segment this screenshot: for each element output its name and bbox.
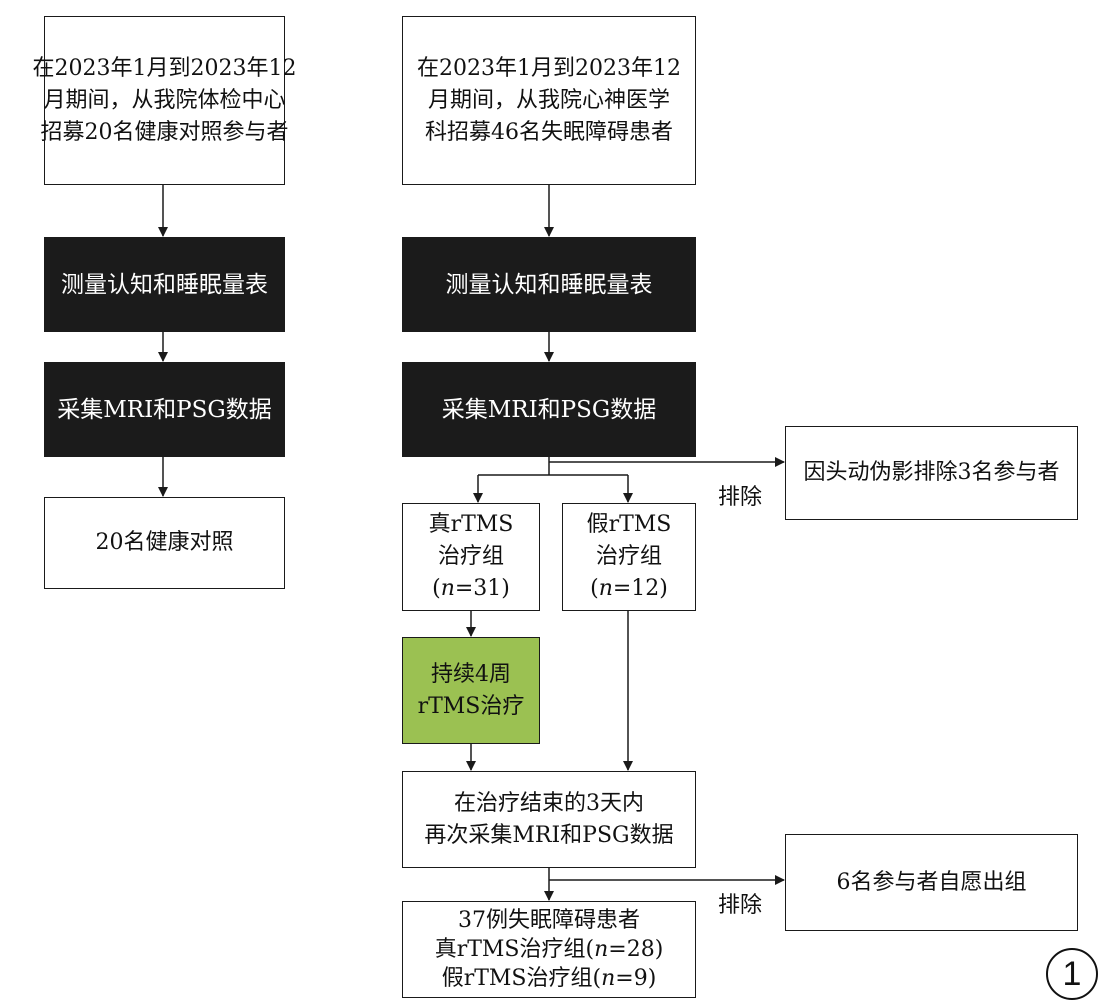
right-measure-label: 测量认知和睡眠量表 [445, 271, 653, 298]
right-collect-label: 采集MRI和PSG数据 [441, 396, 657, 423]
real-group-line-1: 真rTMS [428, 512, 514, 537]
right-recruit-line-2: 月期间，从我院心神医学 [427, 87, 670, 113]
left-recruit-line-1: 在2023年1月到2023年12 [32, 55, 297, 81]
left-result-box: 20名健康对照 [44, 497, 285, 589]
final-sham-prefix: 假rTMS治疗组( [441, 966, 602, 991]
final-real-group: 真rTMS治疗组(n=28) [435, 935, 664, 964]
recollect-box: 在治疗结束的3天内 再次采集MRI和PSG数据 [402, 771, 696, 868]
left-recruit-line-3: 招募20名健康对照参与者 [40, 119, 289, 145]
final-real-prefix: 真rTMS治疗组( [434, 937, 595, 962]
right-measure-box: 测量认知和睡眠量表 [402, 237, 696, 332]
n-symbol: n [598, 576, 613, 601]
n-symbol: n [601, 966, 616, 991]
left-collect-label: 采集MRI和PSG数据 [57, 396, 272, 423]
recollect-line-2: 再次采集MRI和PSG数据 [424, 822, 674, 848]
real-rtms-group-box: 真rTMS 治疗组 (n=31) [402, 503, 540, 611]
n-symbol: n [594, 937, 609, 962]
exclusion-box-2: 6名参与者自愿出组 [785, 834, 1078, 931]
left-recruit-box: 在2023年1月到2023年12 月期间，从我院体检中心 招募20名健康对照参与… [33, 16, 296, 185]
left-collect-box: 采集MRI和PSG数据 [44, 362, 285, 457]
exclusion-label-2: 排除 [718, 893, 763, 918]
figure-number: 1 [1062, 954, 1082, 993]
treatment-line-1: 持续4周 [431, 661, 511, 687]
real-group-line-2: 治疗组 [437, 544, 504, 569]
sham-group-line-1: 假rTMS [586, 512, 672, 537]
right-recruit-line-3: 科招募46名失眠障碍患者 [425, 119, 673, 145]
left-measure-label: 测量认知和睡眠量表 [61, 271, 268, 298]
right-recruit-box: 在2023年1月到2023年12 月期间，从我院心神医学 科招募46名失眠障碍患… [402, 16, 696, 185]
n-symbol: n [440, 576, 455, 601]
real-group-sample-size: (n=31) [432, 576, 510, 601]
exclusion-box-1-label: 因头动伪影排除3名参与者 [803, 460, 1060, 485]
left-measure-box: 测量认知和睡眠量表 [44, 237, 285, 332]
exclusion-box-1: 因头动伪影排除3名参与者 [785, 426, 1078, 520]
left-result-label: 20名健康对照 [95, 530, 234, 555]
final-sham-suffix: =9) [615, 966, 657, 991]
exclusion-box-2-label: 6名参与者自愿出组 [836, 869, 1027, 895]
treatment-box: 持续4周 rTMS治疗 [402, 637, 540, 744]
treatment-line-2: rTMS治疗 [417, 693, 525, 719]
recollect-line-1: 在治疗结束的3天内 [454, 790, 644, 816]
sham-group-line-2: 治疗组 [595, 544, 662, 569]
exclusion-label-1: 排除 [718, 485, 763, 510]
final-line-1: 37例失眠障碍患者 [458, 908, 640, 933]
final-box: 37例失眠障碍患者 真rTMS治疗组(n=28) 假rTMS治疗组(n=9) [402, 901, 696, 998]
figure-number-badge: 1 [1046, 948, 1098, 1000]
sham-rtms-group-box: 假rTMS 治疗组 (n=12) [562, 503, 696, 611]
final-sham-group: 假rTMS治疗组(n=9) [442, 964, 657, 993]
left-recruit-line-2: 月期间，从我院体检中心 [43, 87, 286, 113]
right-recruit-line-1: 在2023年1月到2023年12 [417, 55, 681, 81]
sham-group-sample-size: (n=12) [590, 576, 668, 601]
real-group-n-value: =31) [454, 576, 510, 601]
right-collect-box: 采集MRI和PSG数据 [402, 362, 696, 457]
sham-group-n-value: =12) [612, 576, 668, 601]
final-real-suffix: =28) [608, 937, 664, 962]
